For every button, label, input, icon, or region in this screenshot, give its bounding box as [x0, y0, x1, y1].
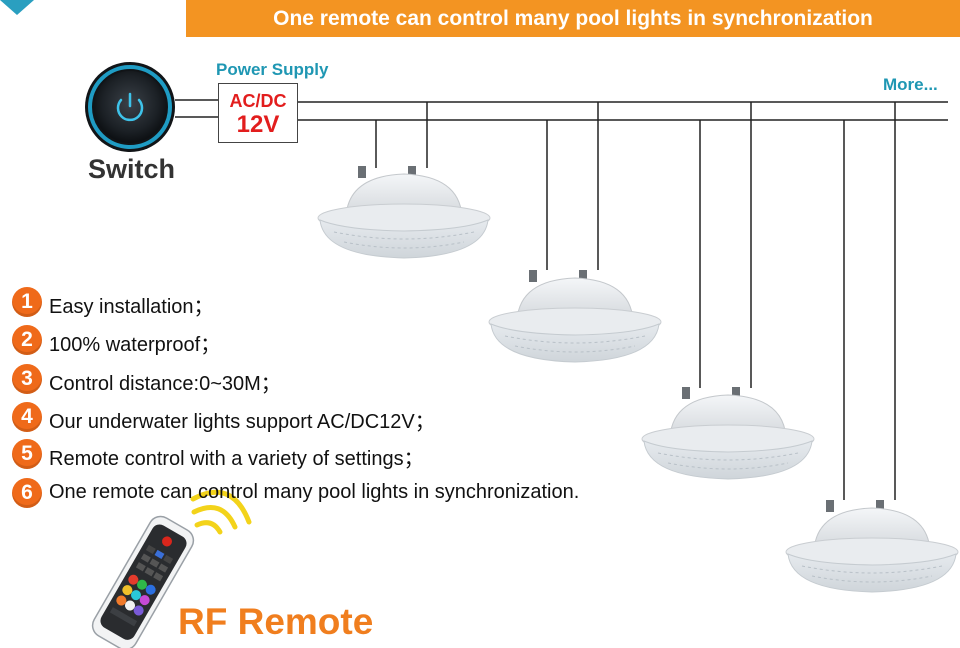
pool-light-2 — [488, 269, 662, 363]
pool-light-4 — [785, 499, 959, 593]
switch-label: Switch — [88, 154, 176, 184]
feature-text: Easy installation； — [49, 296, 214, 318]
power-supply-label: Power Supply — [216, 60, 329, 79]
power-switch-icon[interactable] — [85, 62, 175, 152]
pool-light-1 — [317, 165, 491, 259]
feature-text: Control distance:0~30M； — [49, 373, 281, 395]
feature-number-badge: 5 — [12, 439, 42, 469]
feature-number-badge: 6 — [12, 478, 42, 508]
pool-light-3 — [641, 386, 815, 480]
feature-number-badge: 4 — [12, 402, 42, 432]
feature-number-badge: 3 — [12, 364, 42, 394]
title-banner: One remote can control many pool lights … — [186, 0, 960, 37]
feature-text: 100% waterproof； — [49, 334, 221, 356]
signal-waves-icon — [190, 489, 252, 535]
psu-voltage-text: 12V — [236, 111, 280, 138]
psu-type-text: AC/DC — [229, 91, 287, 111]
rf-remote-label: RF Remote — [178, 601, 374, 642]
feature-text: One remote can control many pool lights … — [49, 481, 580, 503]
feature-text: Remote control with a variety of setting… — [49, 448, 424, 470]
corner-triangle — [0, 0, 34, 15]
feature-number-badge: 2 — [12, 325, 42, 355]
power-supply-box: AC/DC 12V — [218, 83, 298, 143]
rf-remote-icon — [91, 515, 195, 648]
feature-number-badge: 1 — [12, 287, 42, 317]
feature-text: Our underwater lights support AC/DC12V； — [49, 411, 435, 433]
more-label: More... — [883, 75, 938, 94]
